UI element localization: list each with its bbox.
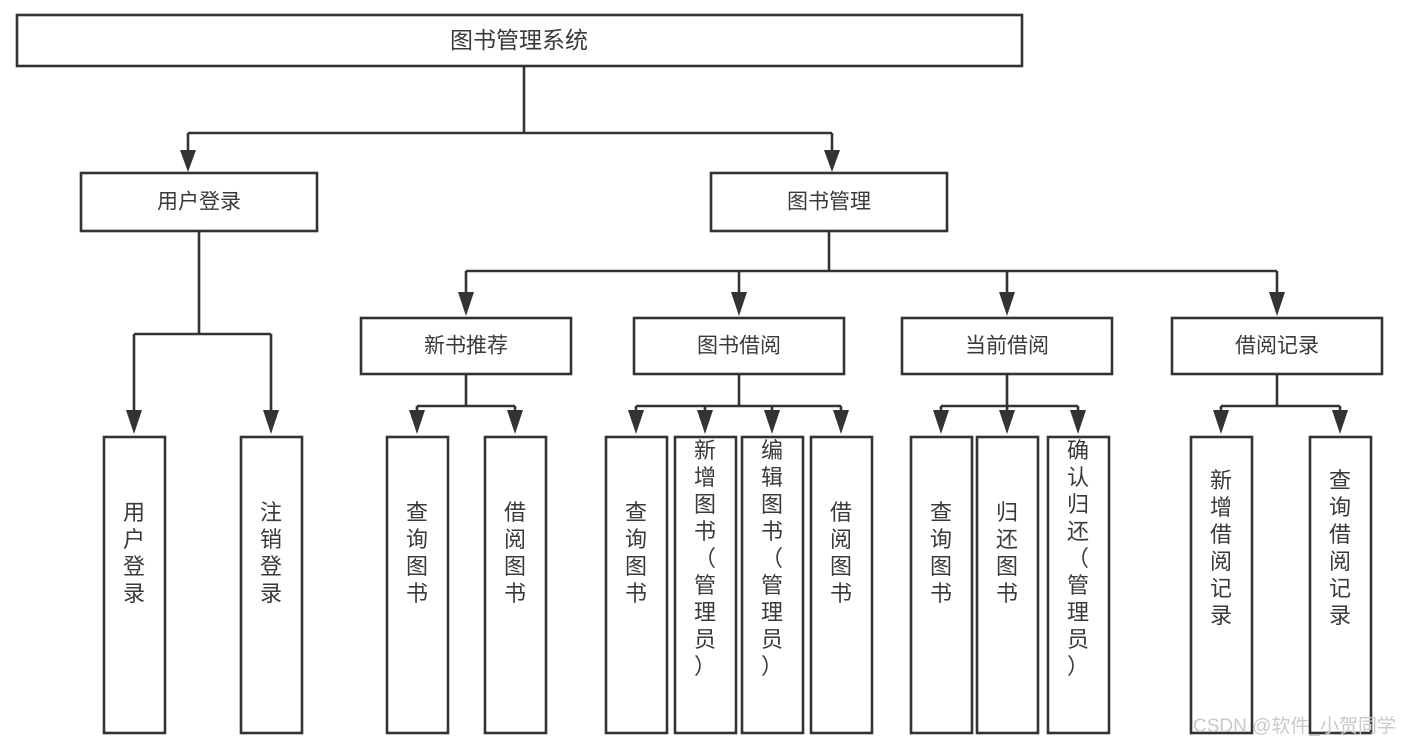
node-root-box	[15, 13, 1024, 68]
arrow-head-icon	[180, 150, 196, 172]
leaf-query-record[interactable]: 查询借阅记录	[1308, 435, 1373, 735]
node-book-borrow[interactable]: 图书借阅	[632, 316, 846, 376]
leaf-query-book-3-label: 查询图书	[930, 500, 952, 606]
arrow-head-icon	[458, 292, 474, 316]
leaf-query-book-2[interactable]: 查询图书	[604, 435, 669, 735]
node-current-borrow[interactable]: 当前借阅	[900, 316, 1114, 376]
leaf-return-book[interactable]: 归还图书	[975, 435, 1040, 735]
node-book-management[interactable]: 图书管理	[709, 171, 949, 233]
arrow-head-icon	[999, 292, 1015, 316]
connector-borrow-record-children	[1213, 374, 1348, 434]
arrow-head-icon	[1332, 410, 1348, 434]
node-user-login-label: 用户登录	[157, 191, 241, 214]
leaf-query-book-1-box	[385, 435, 450, 735]
connector-book-borrow-children	[628, 374, 849, 434]
arrow-head-icon	[507, 410, 523, 434]
arrow-head-icon	[731, 292, 747, 316]
node-borrow-record-label: 借阅记录	[1235, 335, 1319, 358]
connector-user-login-children	[126, 231, 279, 434]
connector-book-management-children	[458, 231, 1285, 316]
leaf-add-record-label: 新增借阅记录	[1210, 468, 1232, 628]
leaf-confirm-return-label: 确认归还（管理员）	[1067, 438, 1089, 679]
leaf-query-book-1-label: 查询图书	[406, 500, 428, 606]
leaf-add-record-box	[1189, 435, 1254, 735]
node-root[interactable]: 图书管理系统	[15, 13, 1024, 68]
leaf-add-book-box	[673, 435, 738, 735]
node-borrow-record[interactable]: 借阅记录	[1170, 316, 1384, 376]
leaf-user-login-label: 用户登录	[123, 500, 145, 606]
watermark-text: CSDN @软件_小贺同学	[1193, 715, 1396, 737]
leaf-confirm-return[interactable]: 确认归还（管理员）	[1046, 435, 1111, 735]
connector-current-borrow-children	[933, 374, 1086, 434]
leaf-borrow-book-2[interactable]: 借阅图书	[809, 435, 874, 735]
node-current-borrow-label: 当前借阅	[965, 335, 1049, 358]
node-new-book-recommend-box	[359, 316, 573, 376]
arrow-head-icon	[833, 410, 849, 434]
arrow-head-icon	[628, 410, 644, 434]
leaf-user-login-box	[102, 435, 167, 735]
leaf-return-book-box	[975, 435, 1040, 735]
leaf-edit-book-label: 编辑图书（管理员）	[761, 438, 783, 679]
leaf-logout-login[interactable]: 注销登录	[239, 435, 304, 735]
leaf-user-login[interactable]: 用户登录	[102, 435, 167, 735]
leaf-return-book-label: 归还图书	[996, 500, 1018, 606]
node-user-login-box	[79, 171, 319, 233]
node-new-book-recommend-label: 新书推荐	[424, 335, 508, 358]
arrow-head-icon	[126, 410, 142, 434]
arrow-head-icon	[1213, 410, 1229, 434]
leaf-logout-login-box	[239, 435, 304, 735]
leaf-borrow-book-1-label: 借阅图书	[504, 500, 526, 606]
arrow-head-icon	[933, 410, 949, 434]
leaf-borrow-book-1[interactable]: 借阅图书	[483, 435, 548, 735]
leaf-query-book-1[interactable]: 查询图书	[385, 435, 450, 735]
node-root-label: 图书管理系统	[450, 27, 588, 53]
node-book-management-label: 图书管理	[787, 191, 871, 214]
node-user-login[interactable]: 用户登录	[79, 171, 319, 233]
leaf-edit-book[interactable]: 编辑图书（管理员）	[740, 435, 805, 735]
leaf-borrow-book-2-label: 借阅图书	[830, 500, 852, 606]
arrow-head-icon	[764, 410, 780, 434]
leaf-query-book-3-box	[909, 435, 974, 735]
arrow-head-icon	[263, 410, 279, 434]
arrow-head-icon	[999, 410, 1015, 434]
leaf-borrow-book-2-box	[809, 435, 874, 735]
leaf-query-record-box	[1308, 435, 1373, 735]
leaf-confirm-return-box	[1046, 435, 1111, 735]
leaf-add-record[interactable]: 新增借阅记录	[1189, 435, 1254, 735]
arrow-head-icon	[824, 150, 840, 172]
leaf-query-book-2-box	[604, 435, 669, 735]
connector-root-stem	[180, 66, 840, 172]
leaf-query-book-2-label: 查询图书	[625, 500, 647, 606]
arrow-head-icon	[697, 410, 713, 434]
node-new-book-recommend[interactable]: 新书推荐	[359, 316, 573, 376]
leaf-add-book[interactable]: 新增图书（管理员）	[673, 435, 738, 735]
leaf-query-record-label: 查询借阅记录	[1329, 468, 1351, 628]
node-book-borrow-label: 图书借阅	[697, 335, 781, 358]
leaf-borrow-book-1-box	[483, 435, 548, 735]
leaf-edit-book-box	[740, 435, 805, 735]
leaf-logout-login-label: 注销登录	[260, 500, 282, 606]
arrow-head-icon	[409, 410, 425, 434]
arrow-head-icon	[1070, 410, 1086, 434]
node-current-borrow-box	[900, 316, 1114, 376]
leaf-add-book-label: 新增图书（管理员）	[694, 438, 716, 679]
arrow-head-icon	[1269, 292, 1285, 316]
connector-new-book-recommend-children	[409, 374, 523, 434]
leaf-query-book-3[interactable]: 查询图书	[909, 435, 974, 735]
